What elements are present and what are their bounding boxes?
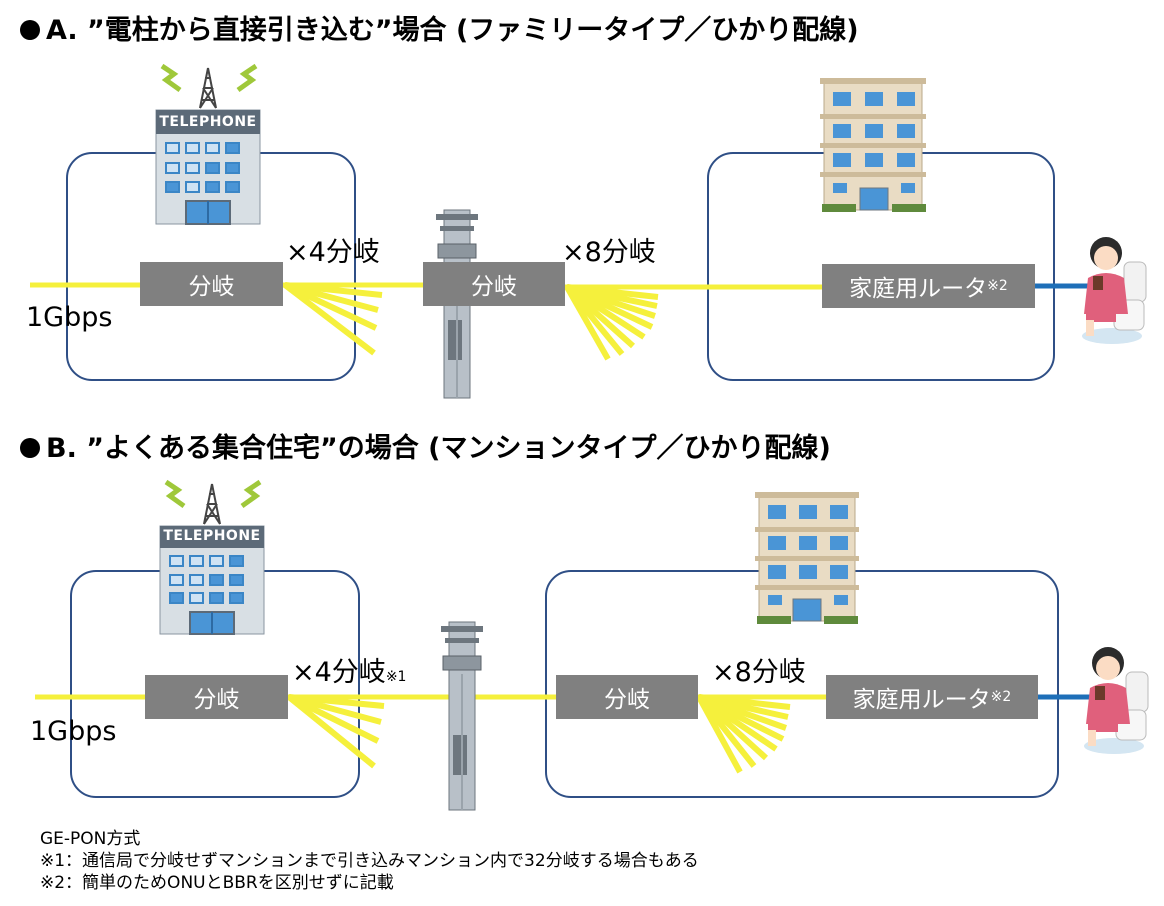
person-with-smartphone-icon <box>1082 237 1147 344</box>
fan-out-4-b <box>287 694 385 769</box>
footnote-1: ※1：通信局で分岐せずマンションまで引き込みマンション内で32分岐する場合もある <box>40 851 699 871</box>
footnote-2: ※2：簡単のためONUとBBRを区別せずに記載 <box>40 873 394 893</box>
split-ratio-label: ×8分岐 <box>562 237 656 268</box>
splitter-box-office: 分岐 <box>140 262 283 306</box>
telephone-office-icon <box>159 479 265 635</box>
home-router-box: 家庭用ルータ※2 <box>826 675 1038 719</box>
footnote-method: GE-PON方式 <box>40 829 141 849</box>
splitter-box-office: 分岐 <box>145 675 288 719</box>
office-sign: TELEPHONE <box>159 114 257 130</box>
section-a-title: A. ”電柱から直接引き込む”場合 (ファミリータイプ／ひかり配線) <box>20 8 859 47</box>
fan-out-8-a <box>564 284 659 361</box>
bullet-icon <box>20 438 40 458</box>
splitter-box-mansion: 分岐 <box>556 675 698 719</box>
split-ratio-label: ×4分岐 <box>286 237 380 268</box>
apartment-building-icon <box>820 78 926 212</box>
home-router-box: 家庭用ルータ※2 <box>822 264 1035 308</box>
fan-out-8-b <box>696 694 791 774</box>
office-sign: TELEPHONE <box>163 528 261 544</box>
person-with-smartphone-icon <box>1084 647 1149 754</box>
speed-label: 1Gbps <box>26 302 113 333</box>
utility-pole-icon <box>441 621 483 811</box>
split-ratio-label: ×8分岐 <box>712 657 806 688</box>
bullet-icon <box>20 20 40 40</box>
router-note: ※2 <box>987 278 1008 294</box>
router-note: ※2 <box>990 689 1012 705</box>
splitter-label: 分岐 <box>471 274 517 300</box>
splitter-label: 分岐 <box>604 687 650 713</box>
splitter-label: 分岐 <box>193 687 240 713</box>
splitter-label: 分岐 <box>188 274 235 300</box>
apartment-building-icon <box>755 492 859 624</box>
footnotes: GE-PON方式 ※1：通信局で分岐せずマンションまで引き込みマンション内で32… <box>40 828 699 894</box>
speed-label: 1Gbps <box>30 716 117 747</box>
split-ratio-note: ※1 <box>385 669 407 685</box>
router-label: 家庭用ルータ <box>852 687 991 713</box>
section-b-title: B. ”よくある集合住宅”の場合 (マンションタイプ／ひかり配線) <box>20 426 831 465</box>
splitter-box-pole: 分岐 <box>423 262 565 306</box>
router-label: 家庭用ルータ <box>849 276 988 302</box>
split-ratio-label: ×4分岐※1 <box>292 657 407 688</box>
telephone-office-icon <box>155 63 261 225</box>
fan-out-4-a <box>283 282 383 356</box>
